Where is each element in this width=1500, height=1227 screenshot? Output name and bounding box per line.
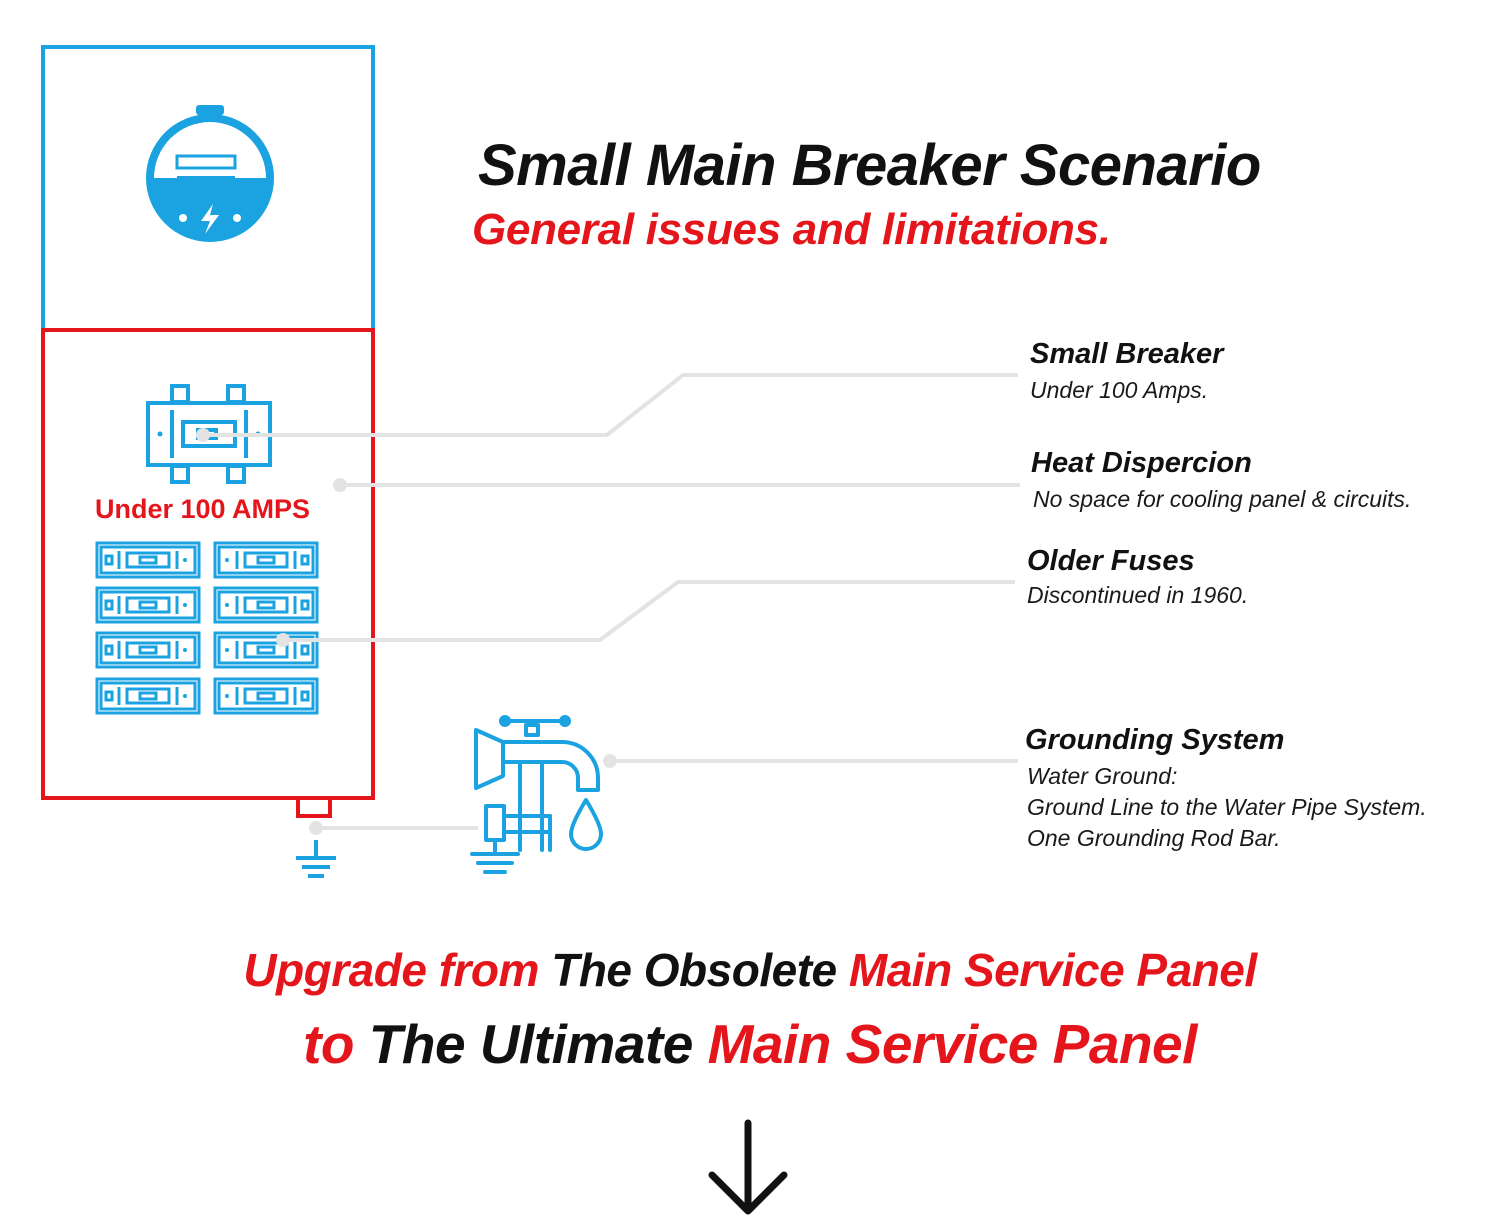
cta-line-1: Upgrade from The Obsolete Main Service P… xyxy=(0,943,1500,997)
callout-heading-grounding-system: Grounding System xyxy=(1025,724,1285,756)
connector-lines xyxy=(203,373,1020,830)
page-subtitle: General issues and limitations. xyxy=(472,205,1111,254)
callout-text-heat-dispercion: No space for cooling panel & circuits. xyxy=(1033,486,1412,512)
ground-symbol-icon xyxy=(296,840,336,878)
callout-heading-heat-dispercion: Heat Dispercion xyxy=(1031,447,1252,479)
connector-dots xyxy=(196,428,617,835)
service-panel xyxy=(41,328,375,800)
callout-heading-older-fuses: Older Fuses xyxy=(1027,545,1195,577)
down-arrow-icon xyxy=(708,1119,788,1215)
cta-line-2-part-1: to xyxy=(303,1013,369,1075)
cta-line-2-part-3: Main Service Panel xyxy=(707,1013,1198,1075)
callout-text-grounding-line-3: One Grounding Rod Bar. xyxy=(1027,825,1281,851)
panel-bottom-lug xyxy=(296,796,332,818)
page-title: Small Main Breaker Scenario xyxy=(478,133,1261,198)
cta-line-1-part-1: Upgrade from xyxy=(243,944,552,996)
callout-text-grounding-line-2: Ground Line to the Water Pipe System. xyxy=(1027,794,1427,820)
circuit-breaker-icon xyxy=(95,586,201,624)
connector-small-breaker xyxy=(203,373,1018,437)
water-faucet-icon xyxy=(470,715,603,874)
circuit-breaker-icon xyxy=(95,677,201,715)
circuit-breaker-icon xyxy=(213,631,319,669)
circuit-breaker-icon xyxy=(95,631,201,669)
cta-line-2-part-2: The Ultimate xyxy=(368,1013,708,1075)
callout-text-small-breaker: Under 100 Amps. xyxy=(1030,377,1209,403)
cta-line-1-part-3: Main Service Panel xyxy=(848,944,1257,996)
electric-meter-icon xyxy=(146,105,274,242)
cta-line-1-part-2: The Obsolete xyxy=(551,944,849,996)
callout-text-older-fuses: Discontinued in 1960. xyxy=(1027,582,1249,608)
callout-heading-small-breaker: Small Breaker xyxy=(1030,338,1224,370)
callout-text-grounding-line-1: Water Ground: xyxy=(1027,763,1178,789)
connector-older-fuses xyxy=(283,580,1015,642)
circuit-breaker-icon xyxy=(213,541,319,579)
cta-line-2: to The Ultimate Main Service Panel xyxy=(0,1012,1500,1076)
panel-rating-label: Under 100 AMPS xyxy=(95,494,311,524)
circuit-breaker-icon xyxy=(95,541,201,579)
circuit-breaker-icon xyxy=(213,586,319,624)
circuit-breaker-icon xyxy=(213,677,319,715)
circuit-breaker-grid xyxy=(95,541,319,715)
